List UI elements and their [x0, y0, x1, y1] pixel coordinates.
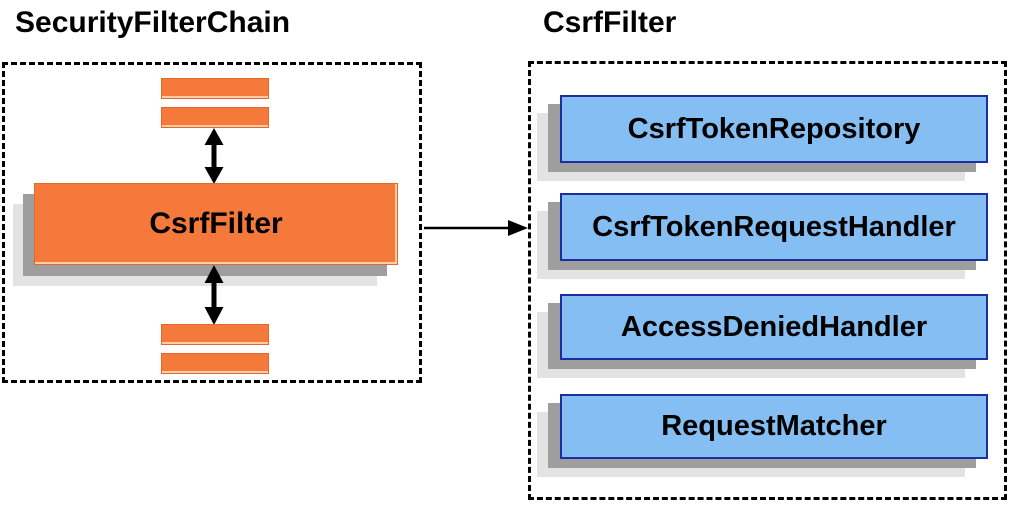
security-filter-chain-container — [2, 62, 422, 383]
csrf-token-repository-label: CsrfTokenRepository — [627, 112, 921, 145]
csrf-token-request-handler-box: CsrfTokenRequestHandler — [560, 193, 988, 261]
csrf-filter-box-label: CsrfFilter — [149, 207, 283, 240]
csrf-filter-container — [528, 61, 1007, 500]
filter-placeholder-bar — [161, 107, 269, 128]
access-denied-handler-label: AccessDeniedHandler — [620, 310, 928, 343]
double-arrow-icon — [204, 128, 224, 184]
request-matcher-label: RequestMatcher — [661, 410, 887, 442]
csrf-filter-box: CsrfFilter — [34, 183, 398, 265]
csrf-token-request-handler-label: CsrfTokenRequestHandler — [592, 210, 956, 243]
access-denied-handler-box: AccessDeniedHandler — [560, 294, 988, 360]
arrow-right-icon — [424, 220, 528, 236]
double-arrow-icon — [204, 265, 224, 325]
filter-placeholder-bar — [161, 324, 269, 345]
left-panel-title: SecurityFilterChain — [15, 6, 291, 39]
filter-placeholder-bar — [161, 78, 269, 99]
right-panel-title: CsrfFilter — [543, 6, 677, 39]
request-matcher-box: RequestMatcher — [560, 394, 988, 459]
csrf-token-repository-box: CsrfTokenRepository — [560, 95, 988, 163]
filter-placeholder-bar — [161, 353, 269, 374]
